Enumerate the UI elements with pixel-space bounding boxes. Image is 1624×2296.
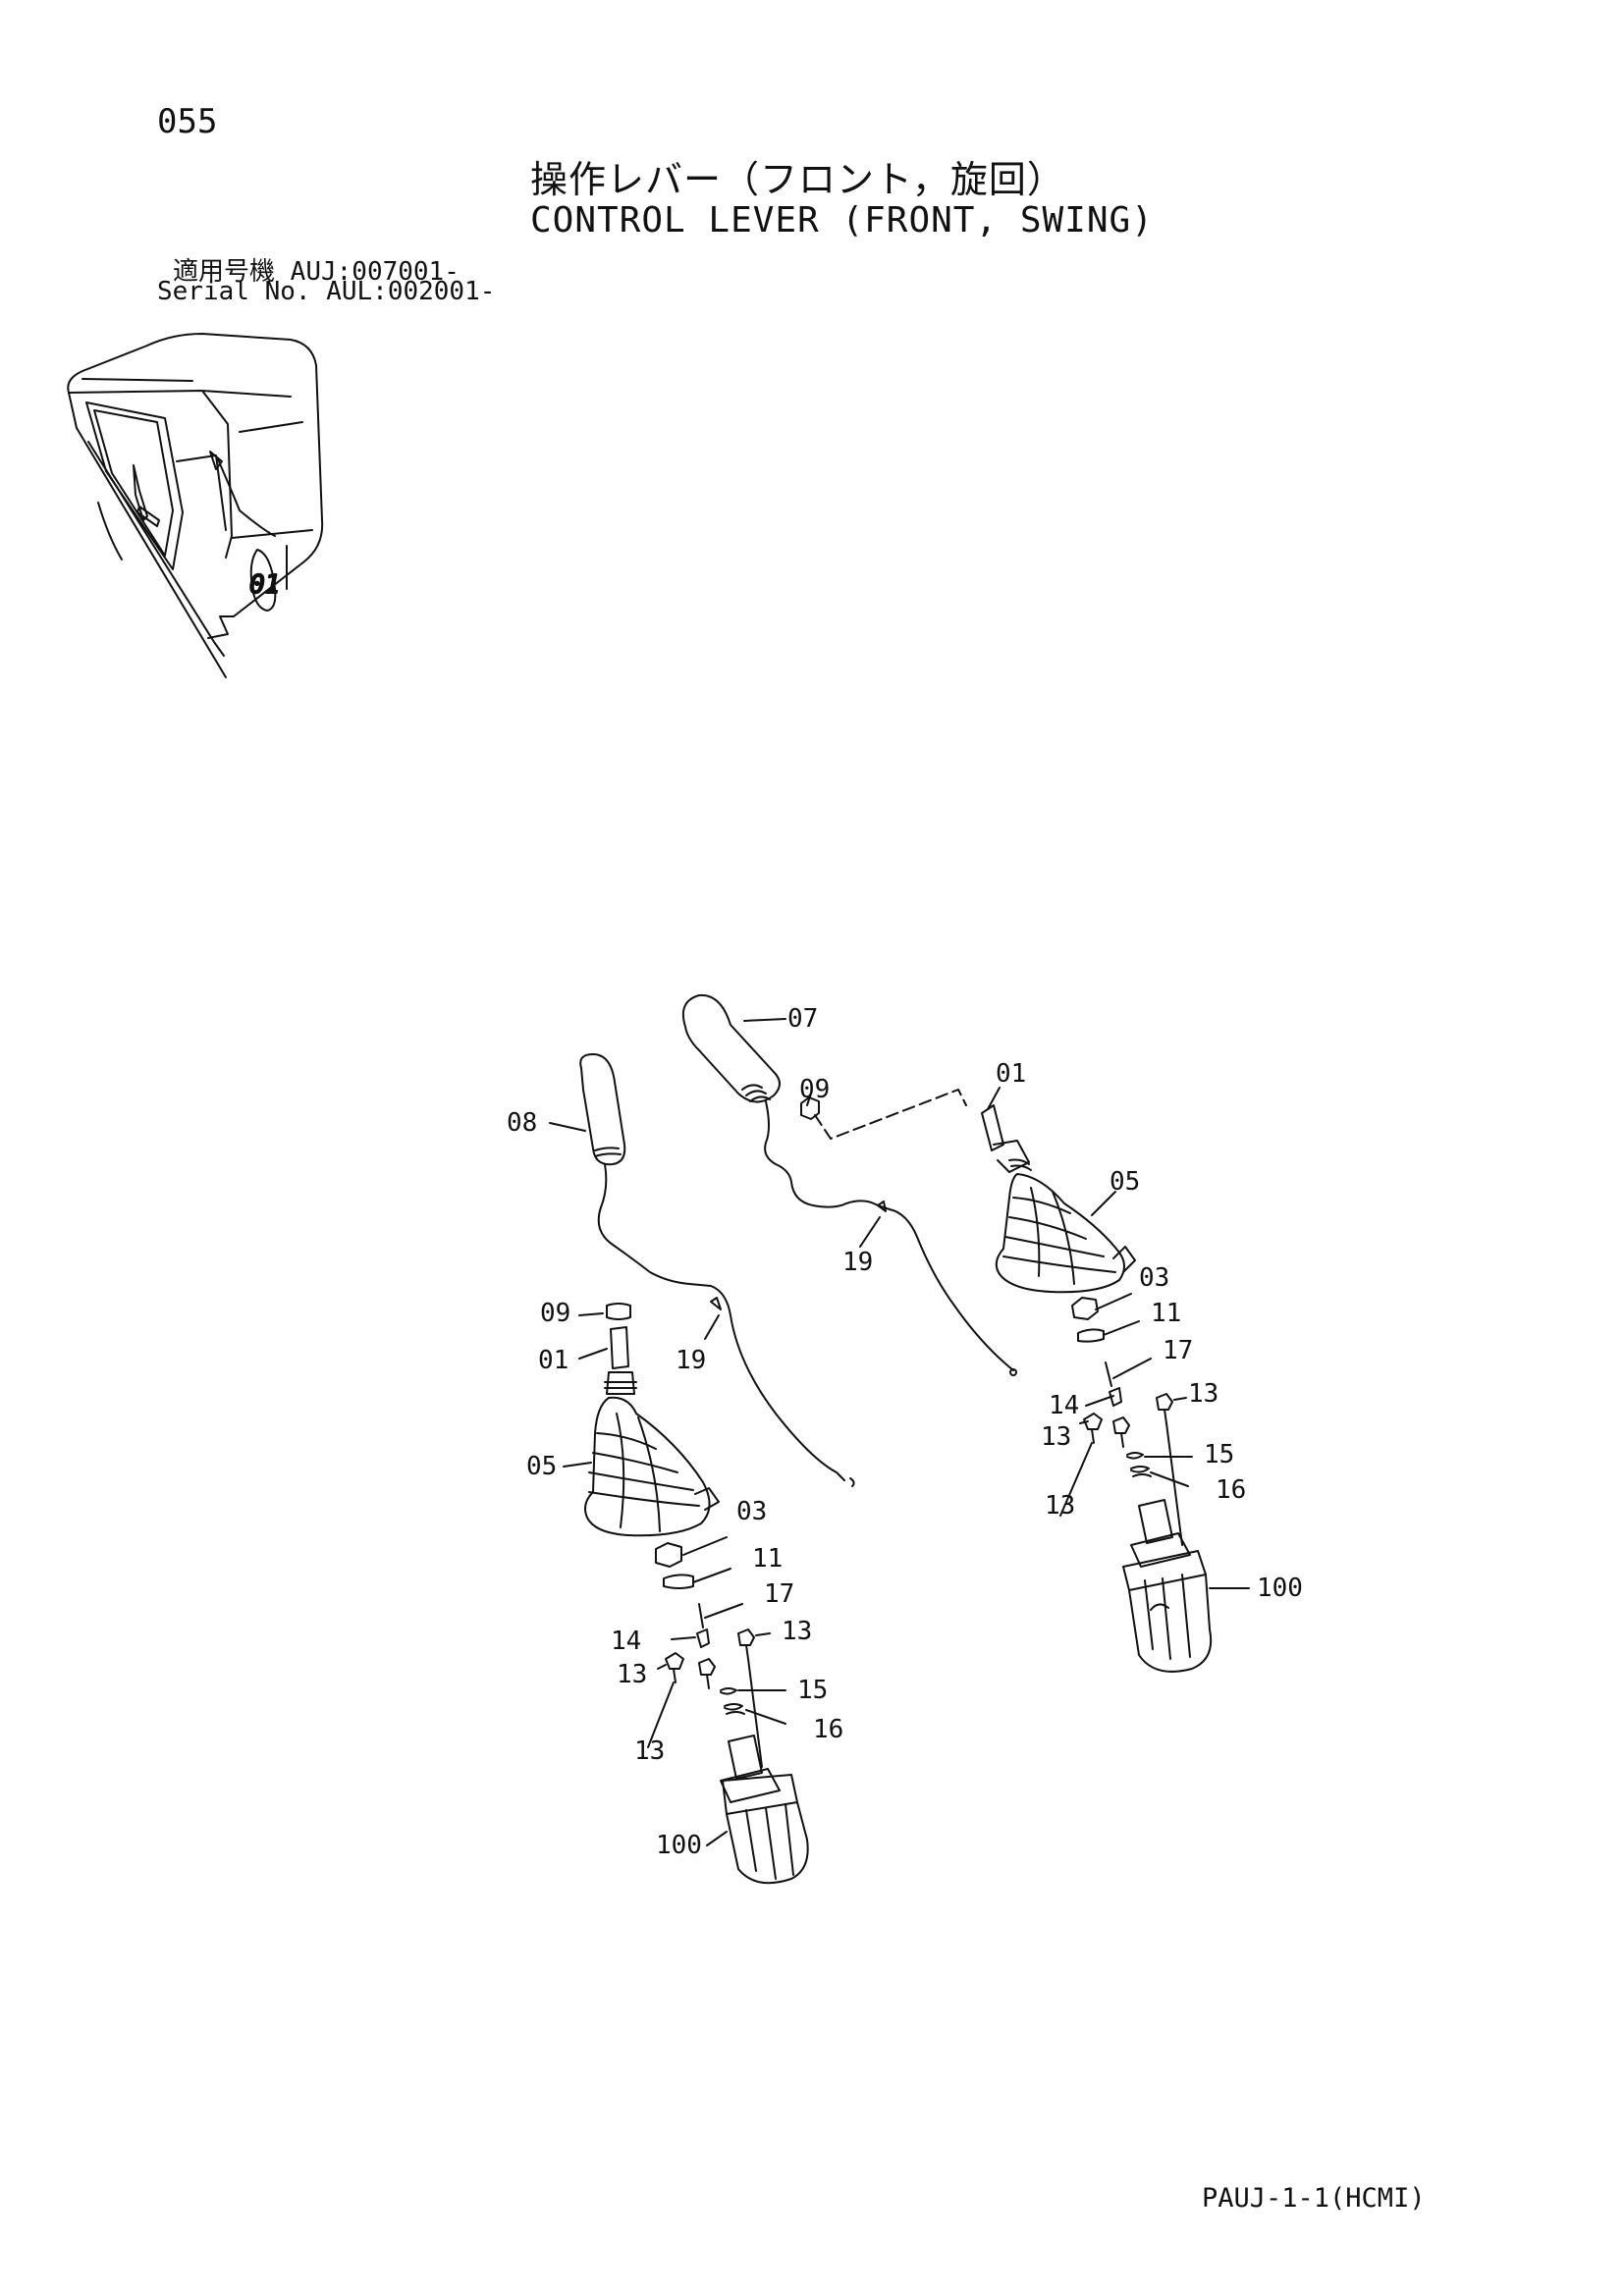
callout-01: 01	[538, 1346, 568, 1375]
callout-13: 13	[617, 1660, 647, 1689]
callout-09: 09	[540, 1299, 570, 1328]
callout-13: 13	[782, 1617, 812, 1646]
bolt-13-right-b	[1112, 1416, 1130, 1448]
title-english: CONTROL LEVER (FRONT, SWING)	[530, 200, 1154, 240]
callout-09: 09	[799, 1075, 830, 1104]
callout-08: 08	[507, 1108, 537, 1138]
callouts-right: 07 09 01 05 19 03 11 17 14 13 13 15 16 1…	[787, 1004, 1303, 1603]
serial-label: Serial No.	[157, 277, 311, 306]
callout-05: 05	[1110, 1167, 1140, 1197]
bolt-13-left-a	[665, 1652, 684, 1683]
callout-13: 13	[1045, 1491, 1075, 1521]
pin-17-right	[1105, 1362, 1112, 1387]
callout-16: 16	[813, 1715, 843, 1744]
serial-value: AUJ:007001-	[290, 257, 460, 287]
lever-01-left	[610, 1326, 629, 1369]
cab-locator-illustration	[67, 333, 324, 678]
callout-01: 01	[996, 1059, 1026, 1089]
callout-100: 100	[656, 1831, 702, 1860]
grip-left	[579, 1053, 626, 1166]
callout-13: 13	[1188, 1379, 1218, 1409]
leader-lines	[549, 1018, 1250, 1846]
callout-19: 19	[842, 1248, 873, 1277]
washer-11-left	[663, 1574, 694, 1589]
callouts-left: 08 09 01 19 05 03 11 17 14 13 13 15 16 1…	[507, 1108, 843, 1860]
right-lever-assembly	[681, 993, 1213, 1673]
nut-03-right	[1071, 1297, 1099, 1320]
grip-right	[681, 993, 781, 1103]
callout-05: 05	[526, 1452, 557, 1481]
callout-100: 100	[1257, 1574, 1303, 1603]
screw-14-left	[696, 1629, 710, 1648]
bolt-13-left-b	[698, 1658, 716, 1689]
o-ring-15-left	[720, 1687, 737, 1695]
callout-03: 03	[736, 1497, 767, 1526]
nut-03-left	[655, 1542, 682, 1568]
boot-05-left	[584, 1396, 711, 1537]
nut-09-left	[606, 1303, 631, 1320]
screw-14-right	[1109, 1387, 1122, 1407]
connector-19-left	[710, 1297, 722, 1310]
callout-16: 16	[1216, 1475, 1246, 1505]
lever-01-right	[981, 1104, 1004, 1151]
callout-03: 03	[1139, 1263, 1169, 1293]
connector-end-right	[1009, 1368, 1017, 1376]
page-number: 055	[157, 102, 218, 141]
callout-17: 17	[1163, 1336, 1193, 1365]
pin-17-left	[698, 1603, 704, 1629]
pilot-valve-100-right	[1122, 1499, 1213, 1673]
callout-19: 19	[676, 1346, 706, 1375]
callout-15: 15	[1204, 1440, 1234, 1469]
serial-row-serial-no: Serial No. AUL:002001-	[157, 277, 495, 306]
callout-17: 17	[764, 1579, 794, 1609]
title-japanese: 操作レバー（フロント，旋回）	[530, 158, 1065, 201]
callout-14: 14	[1049, 1391, 1079, 1420]
connector-19-right	[877, 1201, 887, 1212]
spring-16-right	[1130, 1466, 1152, 1477]
callout-13: 13	[634, 1736, 665, 1766]
callout-11: 11	[752, 1544, 783, 1574]
callout-07: 07	[787, 1004, 818, 1034]
locator-label: 01	[249, 570, 280, 600]
boot-05-right	[995, 1173, 1125, 1294]
pilot-valve-100-left	[720, 1735, 809, 1885]
spring-16-left	[724, 1703, 745, 1715]
left-lever-assembly	[579, 1053, 855, 1885]
callout-11: 11	[1151, 1299, 1181, 1328]
callout-15: 15	[797, 1676, 828, 1705]
bolt-13-left-c	[737, 1629, 755, 1660]
bolt-13-right-c	[1156, 1393, 1173, 1424]
footer-code: PAUJ-1-1(HCMI)	[1202, 2183, 1426, 2214]
serial-row-applicable: 適用号機 AUJ:007001-	[173, 251, 460, 288]
serial-value: AUL:002001-	[326, 277, 496, 306]
callout-14: 14	[611, 1627, 641, 1656]
serial-label: 適用号機	[173, 257, 276, 287]
washer-11-right	[1077, 1328, 1105, 1343]
callout-13: 13	[1041, 1422, 1071, 1452]
bolt-13-right-a	[1083, 1413, 1103, 1444]
o-ring-15-right	[1126, 1452, 1144, 1460]
